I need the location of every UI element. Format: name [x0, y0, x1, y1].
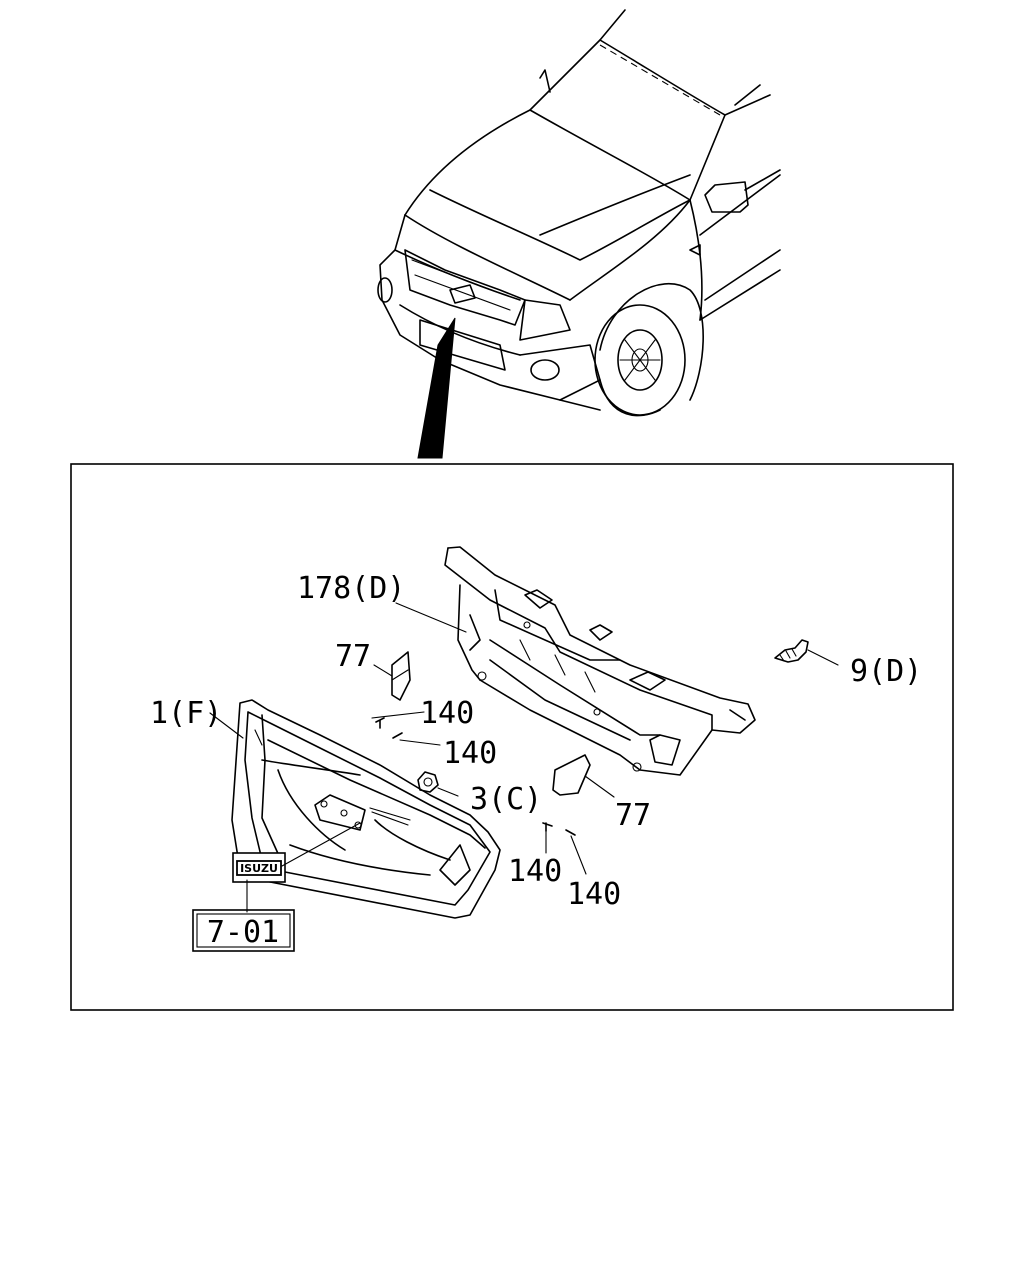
- isuzu-badge: ISUZU: [232, 852, 286, 883]
- detail-frame: [70, 463, 954, 1011]
- callout-1-grille: 1(F): [150, 696, 222, 731]
- leader-lines: [209, 602, 839, 913]
- callout-140-b: 140: [443, 736, 497, 771]
- front-grille: [231, 699, 501, 919]
- clip-140-a: [375, 717, 385, 729]
- callout-3-nut: 3(C): [470, 782, 542, 817]
- clip-140-b: [392, 732, 403, 739]
- side-trim-piece-right: [552, 754, 591, 796]
- reference-box[interactable]: 7-01: [192, 909, 295, 952]
- screw-icon: [774, 639, 809, 663]
- callout-140-c: 140: [508, 854, 562, 889]
- clip-140-d: [565, 829, 576, 836]
- reference-label[interactable]: 7-01: [207, 915, 279, 950]
- emblem-nut-icon: [417, 771, 439, 793]
- callout-9-screw: 9(D): [850, 654, 922, 689]
- callout-140-a: 140: [420, 696, 474, 731]
- callout-140-d: 140: [567, 877, 621, 912]
- badge-lettering: ISUZU: [240, 862, 278, 875]
- callout-77-left: 77: [335, 639, 371, 674]
- clip-140-c: [542, 822, 553, 832]
- upper-grille-bracket: [444, 546, 756, 776]
- callout-178-bracket: 178(D): [297, 571, 405, 606]
- callout-77-right: 77: [615, 798, 651, 833]
- side-trim-piece-left: [391, 651, 411, 701]
- vehicle-overview-illustration: [377, 9, 781, 459]
